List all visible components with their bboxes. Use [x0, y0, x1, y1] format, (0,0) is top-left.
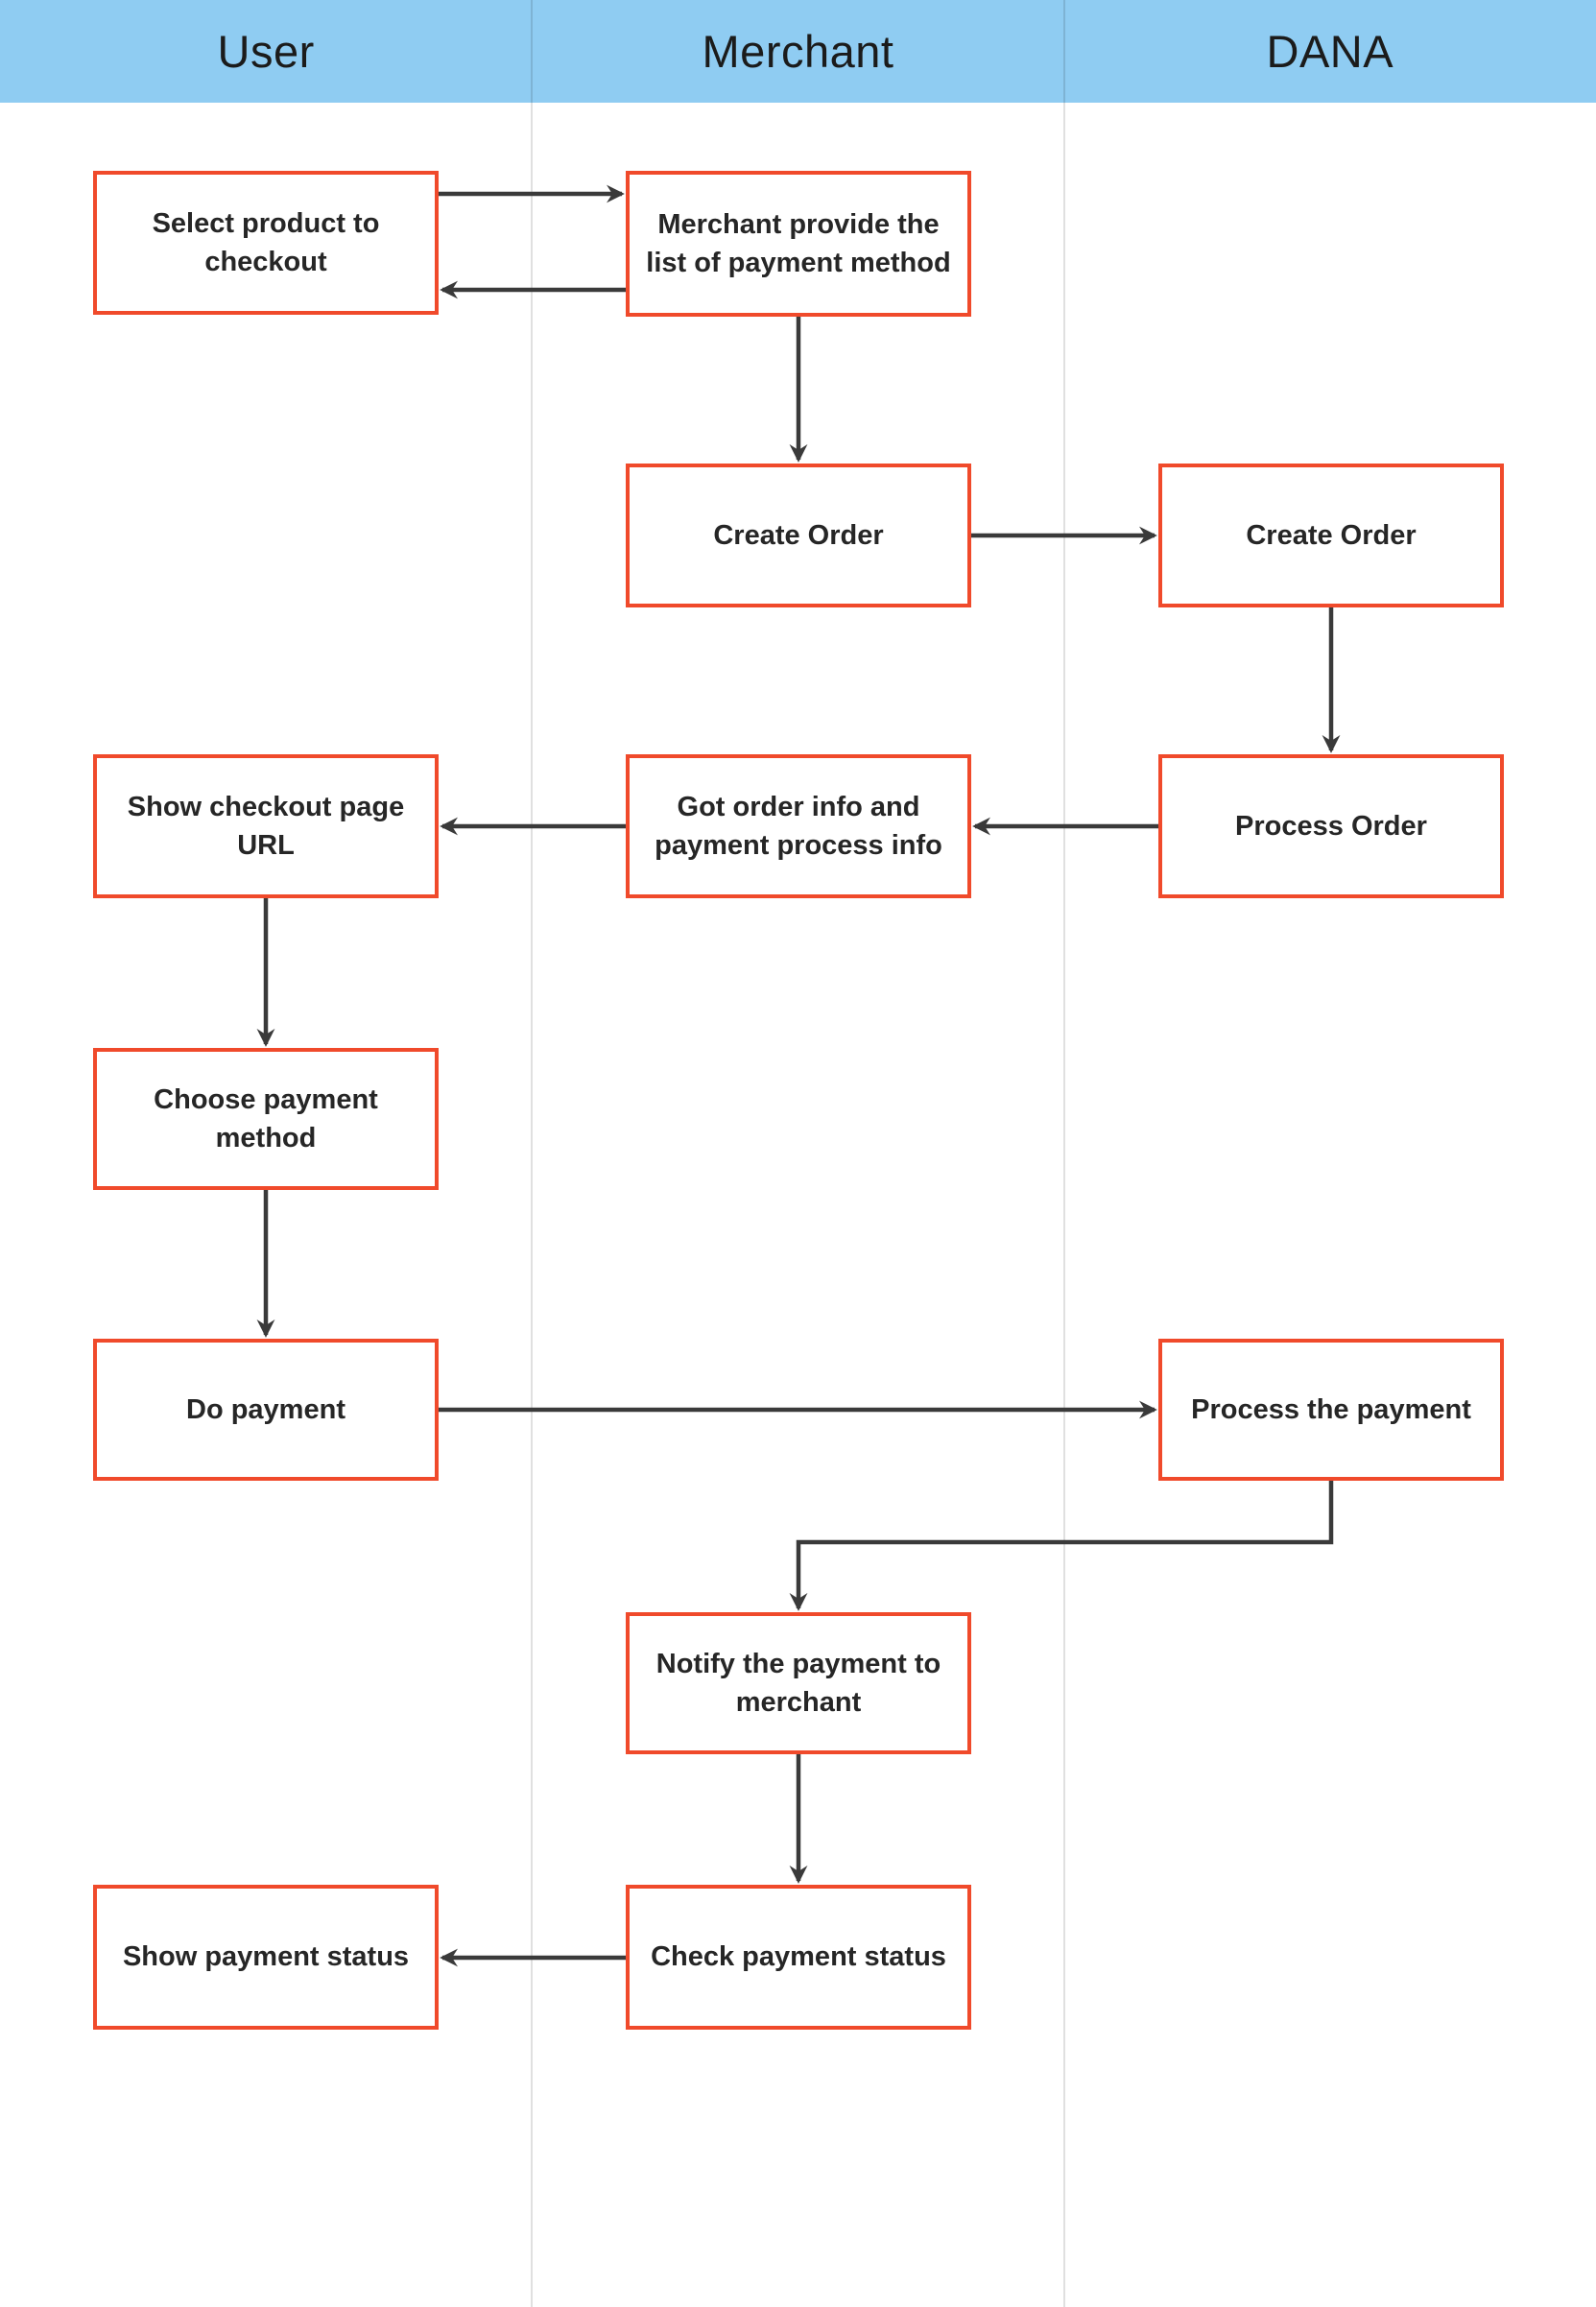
- lane-divider-2: [1063, 0, 1065, 2307]
- flow-node-create-order-dana: Create Order: [1158, 464, 1504, 607]
- flow-node-merchant-provide-payment-methods: Merchant provide the list of payment met…: [626, 171, 971, 317]
- flow-node-process-the-payment: Process the payment: [1158, 1339, 1504, 1481]
- lane-header-user: User: [217, 26, 315, 77]
- flow-node-create-order-merchant: Create Order: [626, 464, 971, 607]
- flow-node-got-order-info: Got order info and payment process info: [626, 754, 971, 898]
- flow-node-show-checkout-page-url: Show checkout page URL: [93, 754, 439, 898]
- flow-node-select-product-to-checkout: Select product to checkout: [93, 171, 439, 315]
- flow-node-process-order: Process Order: [1158, 754, 1504, 898]
- lane-header-merchant: Merchant: [702, 26, 894, 77]
- lane-divider-1: [531, 0, 533, 2307]
- flow-node-check-payment-status: Check payment status: [626, 1885, 971, 2030]
- flow-node-notify-payment-to-merchant: Notify the payment to merchant: [626, 1612, 971, 1754]
- lane-header-dana: DANA: [1266, 26, 1394, 77]
- lane-header-bar: User Merchant DANA: [0, 0, 1596, 103]
- flow-node-show-payment-status: Show payment status: [93, 1885, 439, 2030]
- flow-node-do-payment: Do payment: [93, 1339, 439, 1481]
- flow-node-choose-payment-method: Choose payment method: [93, 1048, 439, 1190]
